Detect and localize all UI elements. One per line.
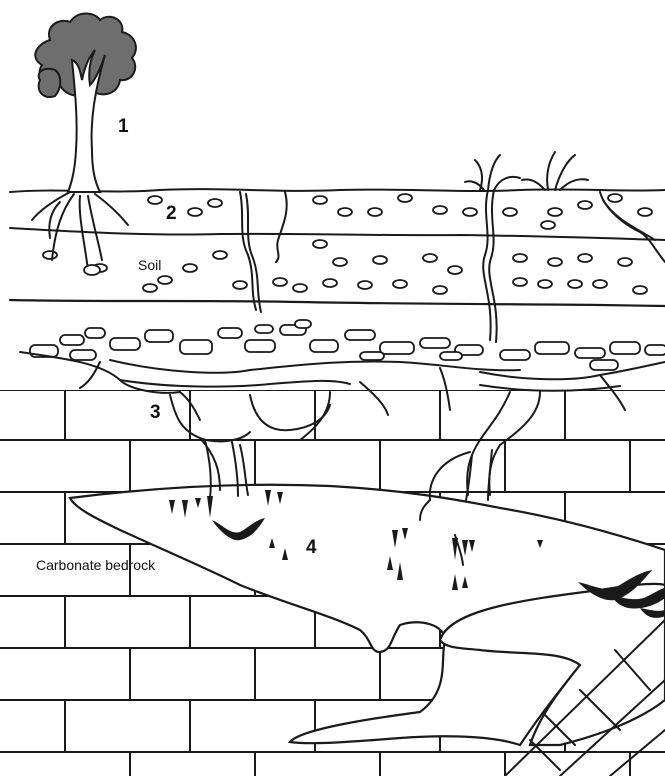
pebble-icon bbox=[423, 254, 437, 262]
pebble-icon bbox=[143, 284, 157, 292]
rubble-block bbox=[345, 330, 375, 340]
pebble-icon bbox=[313, 196, 327, 204]
pebble-icon bbox=[638, 208, 652, 216]
pebble-icon bbox=[323, 279, 337, 287]
pebble-icon bbox=[273, 278, 287, 286]
pebble-icon bbox=[433, 206, 447, 214]
pebble-icon bbox=[503, 208, 517, 216]
rubble-block bbox=[245, 340, 275, 352]
pebble-icon bbox=[608, 194, 622, 202]
rubble-block bbox=[310, 340, 338, 352]
rubble-block bbox=[645, 345, 665, 355]
pebble-icon bbox=[398, 194, 412, 202]
rubble-block bbox=[145, 330, 173, 342]
rubble-block bbox=[575, 348, 605, 358]
pebble-icon bbox=[568, 280, 582, 288]
rubble-block bbox=[440, 352, 462, 360]
rubble-block bbox=[218, 328, 242, 338]
pebble-icon bbox=[633, 286, 647, 294]
pebble-icon bbox=[448, 266, 462, 274]
label-2-soil: 2 bbox=[166, 203, 177, 224]
pebble-icon bbox=[593, 280, 607, 288]
pebble-icon bbox=[513, 254, 527, 262]
rubble-block bbox=[180, 340, 212, 354]
rubble-block bbox=[295, 320, 311, 328]
pebble-icon bbox=[183, 264, 197, 272]
rubble-block bbox=[500, 350, 530, 360]
pebble-icon bbox=[548, 208, 562, 216]
rubble-block bbox=[60, 335, 84, 345]
label-1-tree: 1 bbox=[118, 116, 129, 137]
pebble-icon bbox=[618, 258, 632, 266]
rubble-block bbox=[110, 338, 140, 350]
label-4-cave: 4 bbox=[306, 537, 317, 558]
pebble-icon bbox=[148, 196, 162, 204]
pebble-icon bbox=[578, 201, 592, 209]
rubble-block bbox=[420, 338, 450, 348]
pebble-icon bbox=[188, 208, 202, 216]
rubble-block bbox=[360, 352, 384, 360]
rubble-block bbox=[380, 342, 414, 354]
pebble-icon bbox=[208, 199, 222, 207]
pebble-icon bbox=[393, 280, 407, 288]
pebble-icon bbox=[213, 251, 227, 259]
pebble-icon bbox=[373, 256, 387, 264]
bedrock-label: Carbonate bedrock bbox=[36, 557, 156, 573]
rubble-block bbox=[535, 342, 569, 354]
pebble-icon bbox=[548, 258, 562, 266]
rubble-block bbox=[610, 342, 640, 354]
pebble-icon bbox=[338, 208, 352, 216]
pebble-icon bbox=[368, 208, 382, 216]
pebble-icon bbox=[513, 278, 527, 286]
pebble-icon bbox=[333, 258, 347, 266]
pebble-icon bbox=[43, 251, 57, 259]
pebble-icon bbox=[313, 240, 327, 248]
pebble-icon bbox=[463, 208, 477, 216]
pebble-icon bbox=[433, 286, 447, 294]
rubble-block bbox=[85, 328, 105, 338]
rubble-block bbox=[255, 325, 273, 333]
pebble-icon bbox=[158, 276, 172, 284]
rubble-block bbox=[70, 350, 96, 360]
grass-tuft-icon bbox=[465, 152, 588, 190]
rubble-block bbox=[590, 360, 618, 370]
pebble-icon bbox=[233, 281, 247, 289]
label-3-epikarst: 3 bbox=[150, 402, 161, 423]
pebble-icon bbox=[358, 281, 372, 289]
pebble-icon bbox=[293, 284, 307, 292]
pebble-icon bbox=[578, 254, 592, 262]
pebble-icon bbox=[538, 280, 552, 288]
soil-label: Soil bbox=[138, 257, 161, 273]
pebble-icon bbox=[541, 221, 555, 229]
